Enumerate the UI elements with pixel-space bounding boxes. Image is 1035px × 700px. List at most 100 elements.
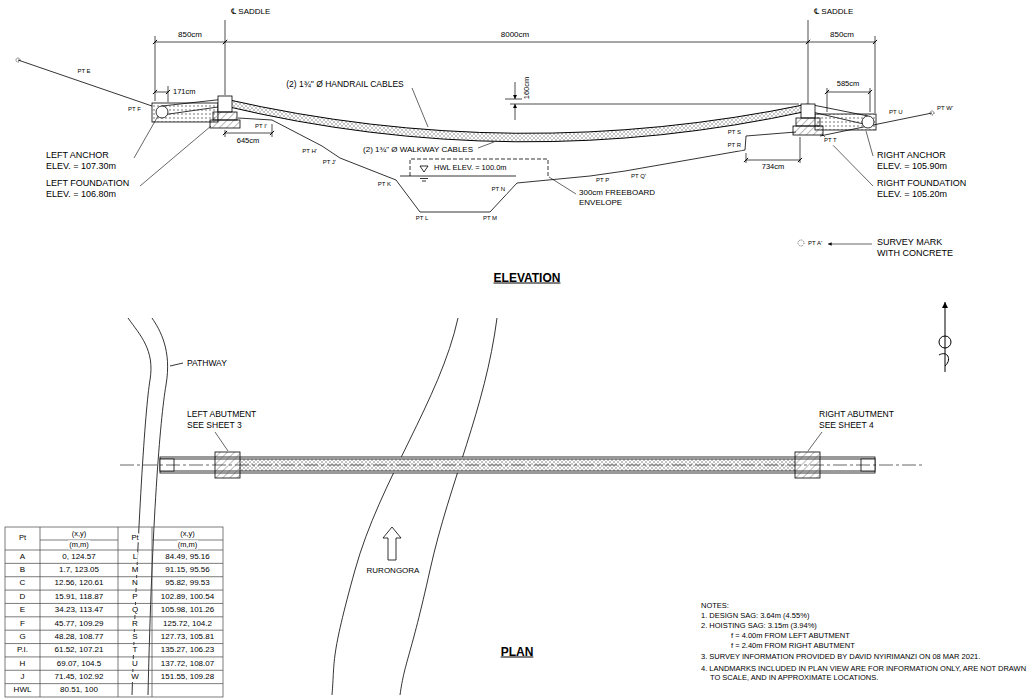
dimension-line: [827, 88, 828, 112]
survey-table: [5, 603, 223, 604]
table-cell: 125.72, 104.2: [162, 619, 213, 629]
dimension-label: 734cm: [761, 162, 786, 171]
left-abutment: [152, 96, 240, 128]
table-cell: P: [131, 592, 138, 602]
dimension-line: [168, 86, 169, 102]
dimension-line: [870, 88, 871, 112]
ground-profile: [238, 118, 796, 212]
leader-line: [134, 116, 158, 158]
dimension-line: [155, 20, 875, 163]
dimension-line: [808, 42, 875, 43]
dimension-line: [746, 160, 800, 161]
legend-label: SURVEY MARK WITH CONCRETE: [876, 237, 958, 260]
bridge-plan: [215, 432, 228, 451]
envelope-callout: 300cm FREEBOARD ENVELOPE: [578, 188, 664, 208]
ground-profile: [16, 58, 20, 62]
north-arrow: [945, 302, 946, 372]
freeboard-envelope: [400, 159, 548, 181]
table-cell: Q: [131, 605, 139, 615]
pathway: [128, 318, 151, 695]
view-title: ELEVATION: [493, 271, 562, 286]
survey-point-label: PT E: [76, 68, 91, 76]
leader-line: [798, 240, 804, 246]
survey-table: [118, 527, 119, 697]
table-cell: U: [131, 659, 139, 669]
table-header: (x,y): [179, 529, 196, 538]
survey-table: [5, 527, 223, 697]
survey-table: [5, 670, 223, 671]
table-header: (m,m): [177, 540, 199, 549]
leader-line: [412, 88, 428, 127]
right-abutment: [801, 104, 815, 118]
note-text: f = 4.00m FROM LEFT ABUTMENT: [730, 631, 851, 640]
survey-point-label: PT W': [936, 105, 954, 113]
table-cell: 12.56, 120.61: [54, 578, 105, 588]
table-header: Pt: [130, 533, 139, 542]
north-arrow: [939, 354, 949, 366]
view-title: PLAN: [500, 645, 535, 660]
pathway: [148, 318, 168, 695]
left-abutment: [213, 112, 237, 120]
abutment-callout: LEFT ABUTMENT SEE SHEET 3: [186, 409, 268, 430]
river-bank: [332, 318, 458, 695]
foundation-callout: RIGHT FOUNDATION ELEV. = 105.20m: [876, 178, 978, 201]
freeboard-envelope: [400, 176, 516, 177]
pathway: [128, 318, 183, 695]
table-cell: S: [131, 632, 138, 642]
table-cell: N: [131, 578, 139, 588]
table-cell: 34.23, 113.47: [54, 605, 104, 615]
cable-deck: [225, 99, 808, 133]
note-text: 1. DESIGN SAG: 3.64m (4.55%): [700, 611, 810, 620]
dimension-line: [827, 92, 870, 93]
survey-point-label: PT T: [823, 137, 838, 145]
ground-profile: [16, 58, 934, 212]
dimension-label: 171cm: [172, 87, 197, 96]
table-cell: 84.49, 95.16: [164, 552, 210, 562]
freeboard-envelope: [410, 159, 548, 176]
right-abutment: [815, 114, 876, 130]
dimension-line: [746, 153, 747, 163]
survey-table: [40, 540, 118, 541]
leader-line: [140, 126, 211, 186]
table-cell: G: [18, 632, 26, 642]
note-text: 4. LANDMARKS INCLUDED IN PLAN VIEW ARE F…: [700, 664, 1031, 683]
dimension-line: [515, 82, 516, 99]
survey-table: [152, 527, 153, 697]
survey-table: [5, 643, 223, 644]
north-arrow: [939, 302, 951, 372]
dimension-label: 850cm: [177, 30, 203, 40]
survey-table: [5, 576, 223, 577]
table-header: Pt: [18, 533, 27, 542]
survey-point-label: PT A': [807, 240, 823, 248]
survey-point-label: PT H': [301, 148, 318, 156]
foundation-callout: LEFT FOUNDATION ELEV. = 106.80m: [45, 178, 139, 201]
table-cell: 127.73, 105.81: [160, 632, 215, 642]
table-cell: 137.72, 108.07: [160, 659, 215, 669]
table-cell: M: [131, 565, 140, 575]
survey-table: [5, 550, 223, 551]
survey-point-label: PT P: [595, 177, 610, 185]
survey-table: [5, 630, 223, 631]
table-cell: 71.45, 102.92: [54, 672, 105, 682]
survey-point-label: PT Q': [630, 173, 647, 181]
leader-line: [828, 244, 872, 245]
table-cell: 15.91, 118.87: [54, 592, 104, 602]
table-cell: H: [19, 659, 27, 669]
survey-point-label: PT N: [490, 186, 506, 194]
table-cell: 95.82, 99.53: [164, 578, 210, 588]
bridge-plan: [808, 432, 822, 451]
table-cell: 61.52, 107.21: [54, 645, 105, 655]
ground-profile: [930, 111, 934, 115]
survey-table: [5, 527, 223, 697]
leader-line: [134, 88, 873, 246]
note-text: 3. SURVEY INFORMATION PROVIDED BY DAVID …: [700, 652, 981, 661]
survey-table: [5, 590, 223, 591]
dimension-line: [155, 36, 156, 101]
notes-heading: NOTES:: [700, 601, 730, 610]
bridge-plan: [160, 459, 875, 460]
table-header: (x,y): [71, 529, 88, 538]
cable-deck: [225, 106, 808, 142]
cable-deck: [225, 99, 808, 142]
